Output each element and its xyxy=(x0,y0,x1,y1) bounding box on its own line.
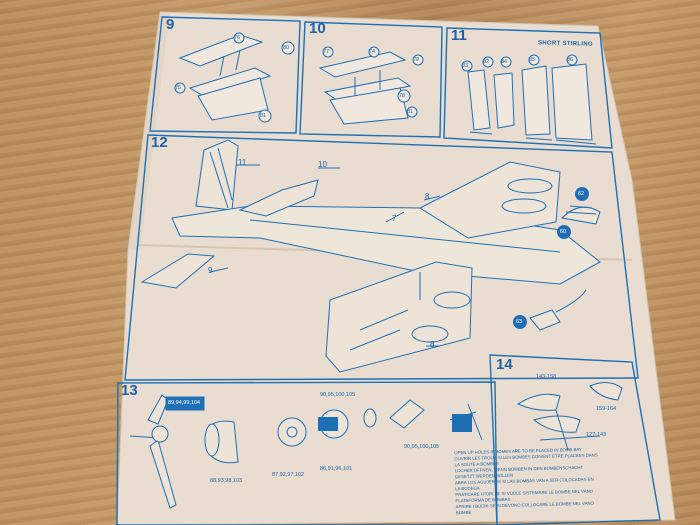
step-12-number: 12 xyxy=(151,134,168,151)
part-label: 90,95,100,105 xyxy=(404,444,440,450)
part-label: 84 xyxy=(501,59,508,65)
part-label: 62 xyxy=(578,191,585,197)
part-label: 81 xyxy=(407,109,414,115)
step-14-number: 14 xyxy=(496,356,513,373)
part-label: 127-143 xyxy=(586,432,607,438)
bomb-bay-instructions: OPEN UP HOLES IF BOMBS ARE TO BE PLACED … xyxy=(454,446,626,516)
part-label: 11 xyxy=(238,158,247,167)
part-label: 81 xyxy=(260,113,267,119)
step14-bombs xyxy=(516,382,623,451)
part-label: 143-158 xyxy=(536,374,557,380)
part-label: 86 xyxy=(567,57,574,63)
part-label: 78 xyxy=(399,93,406,99)
step13-engine xyxy=(129,394,483,509)
step11-drawing xyxy=(461,54,597,145)
part-label: 90,95,100,105 xyxy=(320,392,356,398)
part-label: 7 xyxy=(392,214,397,223)
part-label: 8 xyxy=(430,340,435,349)
part-label: 85 xyxy=(529,57,536,63)
part-label: 159-164 xyxy=(596,406,617,412)
step-11-number: 11 xyxy=(451,27,467,44)
step13-accent-parts xyxy=(318,414,472,432)
part-label: 87,92,97,102 xyxy=(272,472,305,478)
step-9-number: 9 xyxy=(166,16,175,33)
part-label: 80 xyxy=(283,45,290,51)
part-label: 9 xyxy=(208,266,213,275)
part-label: 79 xyxy=(413,57,420,63)
step9-drawing xyxy=(174,32,295,123)
part-label: 86,91,96,101 xyxy=(320,466,353,472)
step12-highlighted-parts xyxy=(513,187,589,329)
step-13-number: 13 xyxy=(121,382,138,399)
part-label: 74 xyxy=(369,49,376,55)
step10-drawing xyxy=(318,46,424,125)
part-label: 75 xyxy=(175,85,182,91)
part-label: 60 xyxy=(560,229,567,235)
paper-fold xyxy=(128,12,170,250)
part-label: 8 xyxy=(425,192,430,201)
part-label: 63 xyxy=(516,319,523,325)
step12-aircraft xyxy=(140,139,601,373)
part-label: 77 xyxy=(323,49,330,55)
part-label: 88,93,98,103 xyxy=(210,478,243,484)
part-label: 83 xyxy=(462,63,469,69)
part-label: 10 xyxy=(318,160,327,169)
part-label: 82 xyxy=(483,59,490,65)
part-label: 89,94,99,104 xyxy=(168,400,201,406)
step-10-number: 10 xyxy=(309,20,326,37)
part-label: 76 xyxy=(234,35,241,41)
panel-borders xyxy=(116,16,661,525)
